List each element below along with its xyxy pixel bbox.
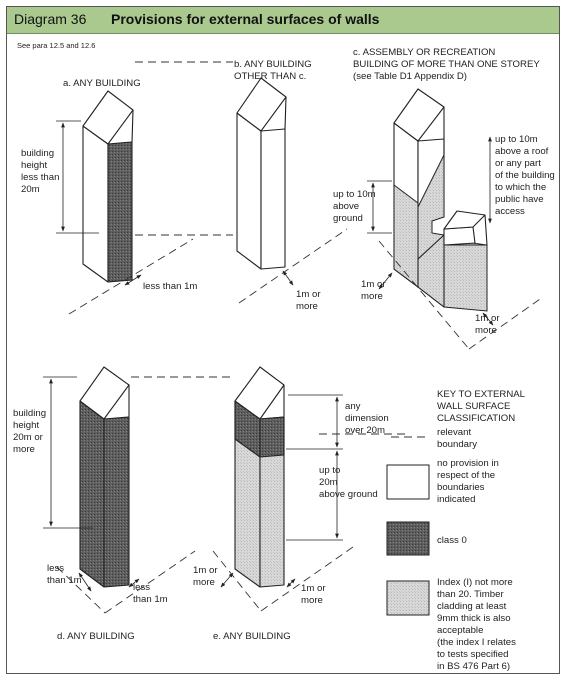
panel-d-boundary-right: [104, 550, 196, 614]
panel-d: building height 20m or more less than 1m…: [13, 366, 196, 642]
panel-e-upper-label: any dimension over 20m: [345, 401, 391, 436]
panel-a: a. ANY BUILDING building height less tha…: [21, 78, 197, 315]
panel-d-right-distance-label: less than 1m: [133, 582, 168, 605]
see-para-note: See para 12.5 and 12.6: [17, 41, 96, 50]
panel-c-right-distance-label: 1m or more: [475, 313, 502, 336]
panel-a-height-label: building height less than 20m: [21, 148, 62, 195]
panel-c-title: c. ASSEMBLY OR RECREATION BUILDING OF MO…: [353, 47, 542, 82]
panel-c-ground-label: up to 10m above ground: [333, 189, 378, 224]
diagram-frame: Diagram 36 Provisions for external surfa…: [6, 6, 560, 674]
key-title: KEY TO EXTERNAL WALL SURFACE CLASSIFICAT…: [437, 389, 527, 424]
panel-e-right-distance-label: 1m or more: [301, 583, 328, 606]
panel-c-boundary-left: [378, 240, 470, 350]
panel-c-boundary-right: [468, 296, 544, 350]
diagram-title: Provisions for external surfaces of wall…: [111, 11, 380, 27]
panel-b: b. ANY BUILDING OTHER THAN c. 1m or more: [234, 59, 348, 312]
panel-d-height-label: building height 20m or more: [13, 408, 49, 455]
panel-c-left-distance-label: 1m or more: [361, 279, 388, 302]
panel-d-building: [79, 366, 130, 588]
panel-a-building: [82, 90, 134, 283]
panel-b-boundary: [238, 228, 348, 304]
key-class0-swatch: [386, 521, 430, 556]
panel-e-boundary-right: [260, 546, 354, 612]
panel-d-title: d. ANY BUILDING: [57, 631, 135, 642]
panel-b-title: b. ANY BUILDING OTHER THAN c.: [234, 59, 314, 82]
panel-e-title: e. ANY BUILDING: [213, 631, 291, 642]
panel-a-title: a. ANY BUILDING: [63, 78, 141, 89]
diagram-header: Diagram 36 Provisions for external surfa…: [7, 7, 559, 34]
panel-e-ground-label: up to 20m above ground: [319, 465, 378, 500]
key-no-provision-label: no provision in respect of the boundarie…: [437, 458, 502, 505]
panel-e-left-distance-label: 1m or more: [193, 565, 220, 588]
panel-a-distance-label: less than 1m: [143, 281, 197, 292]
key-class0-label: class 0: [437, 535, 467, 546]
key-index-label: Index (I) not more than 20. Timber cladd…: [437, 577, 519, 672]
panel-b-building: [236, 77, 287, 270]
key-legend: KEY TO EXTERNAL WALL SURFACE CLASSIFICAT…: [386, 389, 527, 672]
panel-d-left-distance-label: less than 1m: [47, 563, 82, 586]
panel-e: any dimension over 20m up to 20m above g…: [193, 366, 391, 642]
key-boundary-label: relevant boundary: [437, 427, 477, 450]
panel-c: c. ASSEMBLY OR RECREATION BUILDING OF MO…: [333, 47, 557, 350]
panel-c-building: [393, 88, 488, 312]
panel-b-distance-label: 1m or more: [296, 289, 323, 312]
diagram-svg: a. ANY BUILDING building height less tha…: [13, 47, 557, 672]
diagram-number: Diagram 36: [14, 11, 87, 27]
key-no-provision-swatch: [386, 464, 430, 500]
key-index-swatch: [386, 580, 430, 616]
panel-e-building: [234, 366, 285, 588]
panel-c-roof-label: up to 10m above a roof or any part of th…: [495, 134, 557, 217]
